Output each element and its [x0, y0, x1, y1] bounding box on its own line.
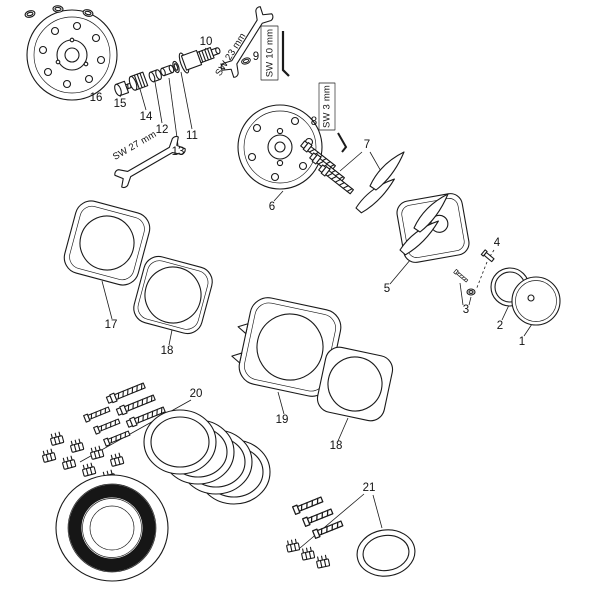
- part-9-oring: [240, 56, 252, 66]
- part-21-fixing-kit: [285, 495, 416, 577]
- part-label-8: 8: [311, 116, 317, 128]
- part-4-pin: [480, 249, 495, 263]
- part-label-3: 3: [463, 304, 469, 316]
- part-6-mounting-plate: [237, 104, 323, 190]
- part-label-10: 10: [200, 36, 213, 48]
- part-label-14: 14: [140, 111, 153, 123]
- allen-key-icon: [281, 31, 290, 77]
- part-label-12: 12: [156, 124, 169, 136]
- part-13-adapter: [160, 64, 175, 77]
- part-label-2: 2: [497, 320, 503, 332]
- tool-label-sw10: SW 10 mm: [265, 29, 276, 78]
- tool-sw3-key: SW 3 mm: [318, 82, 348, 153]
- tool-sw10-key: SW 10 mm: [260, 25, 290, 81]
- part-label-18b: 18: [330, 440, 343, 452]
- part-17-escutcheon: [63, 200, 151, 286]
- part-label-6: 6: [269, 201, 275, 213]
- part-label-13: 13: [172, 146, 185, 158]
- seal-ring: [68, 484, 156, 572]
- tool-box: [260, 25, 279, 81]
- allen-key-icon: [337, 132, 348, 153]
- part-12-nut: [148, 69, 162, 83]
- part-18b-seal-frame: [316, 346, 394, 422]
- part-label-11: 11: [186, 130, 198, 142]
- part-label-5: 5: [384, 283, 390, 295]
- part-label-18: 18: [161, 345, 174, 357]
- part-label-15: 15: [114, 98, 127, 110]
- spacer-ring-stack: [143, 409, 271, 505]
- part-labels: 16 15 14 12 13 11 10 9 8 7 6 5 4 3 2 1 1…: [90, 36, 526, 494]
- part-label-21: 21: [363, 482, 376, 494]
- part-label-4: 4: [494, 237, 501, 249]
- part-label-20: 20: [190, 388, 203, 400]
- tool-sw27-wrench: SW 27 mm: [111, 129, 188, 190]
- part-label-19: 19: [276, 414, 289, 426]
- part-1-knob: [511, 276, 561, 326]
- part-label-16: 16: [90, 92, 103, 104]
- part-11-ring: [172, 60, 180, 74]
- part-14-spindle: [128, 71, 149, 91]
- part-3-fixings: [453, 269, 476, 296]
- part-16-mounting-body: [26, 9, 118, 101]
- tool-box: [318, 82, 336, 131]
- part-label-17: 17: [105, 319, 118, 331]
- round-escutcheon-disc: [55, 474, 169, 582]
- tool-label-sw3: SW 3 mm: [322, 85, 333, 128]
- part-label-1: 1: [519, 336, 525, 348]
- part-18-seal-frame: [133, 255, 213, 335]
- part-label-7: 7: [364, 139, 370, 151]
- part-10-sleeve: [178, 47, 221, 74]
- part-label-9: 9: [253, 51, 259, 63]
- part-19-escutcheon: [231, 297, 342, 397]
